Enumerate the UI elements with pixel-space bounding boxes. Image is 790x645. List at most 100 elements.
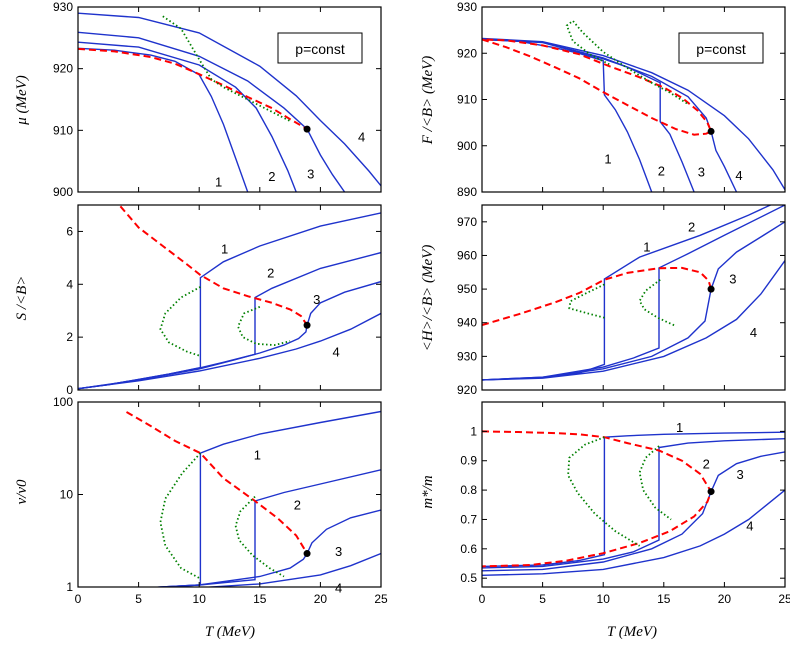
curve-1 [148,410,381,587]
series-group-S [78,205,381,390]
series-group-mu [78,12,381,192]
y-tick-label: 1 [470,424,477,438]
dotted-curve-6 [234,495,285,578]
y-tick-label: 900 [53,185,73,199]
y-tick-label: 910 [457,93,477,107]
curve-3 [78,280,381,390]
y-tick-label: 10 [60,488,74,502]
y-axis-label-mu: μ (MeV) [14,75,30,126]
curve-label-3: 3 [698,165,705,180]
curve-2 [482,438,785,569]
curve-1 [482,205,773,381]
y-tick-label: 970 [457,215,477,229]
dashed-curve [482,430,713,568]
dotted-curve-5 [159,286,201,357]
curve-3 [482,221,785,381]
y-axis-label-S: S /<B> [14,276,30,321]
y-tick-label: 930 [457,0,477,14]
y-axis-label-F: F /<B> (MeV) [420,56,436,146]
curve-label-1: 1 [215,175,222,190]
curve-label-3: 3 [313,292,320,307]
curve-2 [78,251,381,390]
curve-label-1: 1 [221,242,228,257]
curve-label-3: 3 [729,272,736,287]
y-tick-label: 900 [457,139,477,153]
y-axis-label-H: <H>/<B> (MeV) [420,245,436,352]
curve-label-4: 4 [335,580,342,595]
dotted-curve-5 [162,15,291,122]
curve-4 [78,12,381,187]
dotted-curve-5 [565,19,689,105]
y-tick-label: 2 [66,330,73,344]
axes-frame [77,204,382,391]
curve-label-2: 2 [268,169,275,184]
dotted-curve-5 [567,436,641,547]
legend-box-mu [277,32,363,64]
y-tick-label: 0 [66,383,73,397]
curve-1 [482,431,785,568]
axes-frame [481,401,786,588]
panel-F: 890 900 910 920 930 1 2 3 4 [457,0,786,199]
critical-point [303,321,311,329]
y-axis-label-m: m*/m [420,475,436,509]
curve-1 [482,38,653,192]
y-tick-label: 920 [457,46,477,60]
y-tick-label: 0.5 [460,571,477,585]
critical-point [303,125,311,133]
legend-box-F [678,32,764,64]
y-tick-label: 0.8 [460,483,477,497]
legend-text-F: p=const [696,41,746,57]
curve-label-1: 1 [604,152,611,167]
x-tick-label: 25 [374,592,388,606]
curve-label-4: 4 [735,168,742,183]
dotted-curve-6 [638,445,672,521]
curve-2 [482,205,785,381]
y-tick-label: 940 [457,316,477,330]
series-group-v [125,410,381,587]
y-tick-label: 4 [66,277,73,291]
curve-4 [200,552,381,587]
curve-1 [78,212,381,390]
axes-frame [481,204,786,391]
x-tick-label: 0 [479,592,486,606]
critical-point [303,550,311,558]
axes-frame [77,6,382,193]
curve-3 [482,451,785,572]
y-tick-label: 950 [457,282,477,296]
critical-point [707,285,715,293]
curve-label-2: 2 [658,163,665,178]
curve-4 [482,37,785,191]
curve-2 [148,469,381,587]
dotted-curve-5 [568,283,605,319]
y-tick-label: 960 [457,248,477,262]
dotted-curve-5 [159,452,202,579]
x-tick-label: 0 [75,592,82,606]
series-group-H [482,205,785,381]
x-tick-label: 15 [253,592,267,606]
y-tick-label: 930 [53,0,73,14]
curve-label-3: 3 [307,167,314,182]
dashed-curve [119,205,308,326]
curve-label-4: 4 [333,345,340,360]
y-tick-label: 910 [53,123,73,137]
x-tick-label: 15 [657,592,671,606]
x-tick-label: 5 [539,592,546,606]
curve-label-2: 2 [703,457,710,472]
dashed-curve [482,266,713,327]
curve-label-3: 3 [335,544,342,559]
curve-4 [78,312,381,390]
x-axis-label-left: T (MeV) [205,624,255,640]
curve-label-1: 1 [254,448,261,463]
x-tick-label: 20 [718,592,732,606]
dashed-curve [78,47,308,130]
y-tick-label: 890 [457,185,477,199]
dotted-curve-6 [237,305,291,347]
axes-frame [77,401,382,588]
y-tick-label: 0.9 [460,454,477,468]
y-tick-label: 0.6 [460,542,477,556]
x-tick-label: 10 [193,592,207,606]
y-tick-label: 920 [53,62,73,76]
